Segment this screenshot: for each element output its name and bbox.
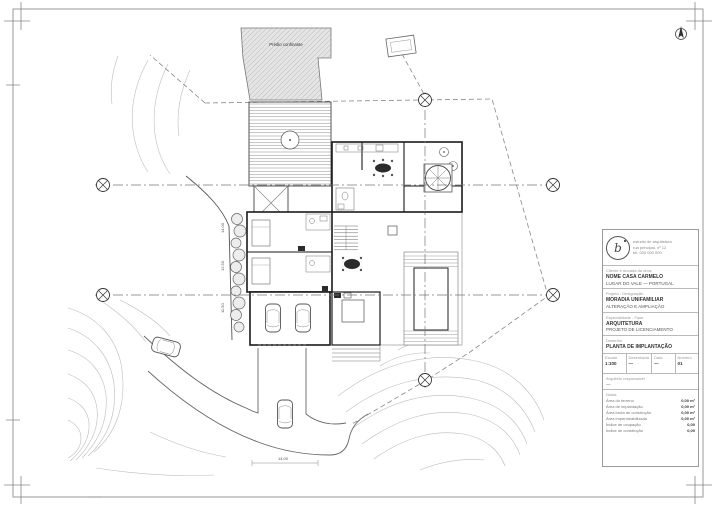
architect-label: Arquiteto responsável (606, 375, 645, 381)
svg-text:14.00: 14.00 (278, 456, 289, 461)
company-line: tel. 000 000 000 (633, 250, 662, 256)
house-plan (246, 141, 463, 362)
axis-centerlines (95, 92, 560, 388)
car-driveway (277, 399, 293, 429)
specialty-section: Especialidade - Fase ARQUITETURA PROJETO… (603, 313, 698, 337)
svg-text:12.50: 12.50 (220, 260, 225, 271)
retaining-wall (185, 175, 233, 341)
client-section: Cliente e morada da obra: NOME CASA CARM… (603, 266, 698, 290)
architect-logo: b (606, 235, 630, 260)
architect-value: — (606, 381, 611, 387)
notes-label: Notas (606, 392, 617, 398)
axis-marker (546, 178, 560, 192)
svg-text:11.50: 11.50 (220, 303, 225, 313)
project-section: Projeto - Designação MORADIA UNIFAMILIAR… (603, 289, 698, 313)
project-label: Projeto - Designação (606, 291, 644, 297)
svg-text:14.00: 14.00 (220, 222, 225, 233)
specialty-label: Especialidade - Fase (606, 314, 644, 320)
company-line: estúdio de arquitetura (633, 239, 672, 245)
contour-lines (67, 55, 545, 476)
title-block-header: b estúdio de arquitetura rua principal, … (603, 230, 698, 266)
roof-hatch (248, 101, 332, 221)
hedge-trees (230, 213, 247, 333)
north-arrow-icon (675, 26, 687, 40)
meta-drawn: Desenhada — (627, 353, 652, 373)
sheet-border (4, 2, 712, 504)
car-garage-2 (295, 303, 311, 333)
logo-letter: b (614, 240, 622, 255)
meta-number: Número 01 (677, 354, 692, 366)
axis-marker (96, 288, 110, 302)
project-sub: ALTERAÇÃO E AMPLIAÇÃO (606, 303, 665, 309)
meta-date: Data — (652, 353, 676, 373)
car-garage-1 (265, 303, 281, 333)
property-boundary (149, 53, 549, 425)
neighbor-label: Prédio confinante (269, 42, 303, 47)
drawing-label: Desenho (606, 338, 623, 344)
company-line: rua principal, nº 12 (633, 244, 667, 250)
specialty-name: ARQUITETURA (606, 320, 643, 327)
project-name: MORADIA UNIFAMILIAR (606, 297, 664, 304)
meta-scale: Escala 1:100 (603, 353, 627, 373)
car-street (150, 335, 182, 359)
neighbor-building: Prédio confinante (240, 27, 332, 101)
road-edges (143, 335, 369, 456)
dimension-texts: 14.00 12.50 11.50 14.00 (220, 222, 289, 461)
specialty-phase: PROJETO DE LICENCIAMENTO (606, 327, 673, 333)
client-name: NOME CASA CARMELO (606, 274, 664, 280)
axis-marker (418, 93, 432, 107)
rooftop-structure (385, 34, 417, 58)
bottom-dimension-line (251, 460, 319, 466)
axis-marker (96, 178, 110, 192)
axis-marker (418, 373, 432, 387)
drawing-name: PLANTA DE IMPLANTAÇÃO (606, 344, 673, 351)
client-address: LUGAR DO VALE — PORTUGAL (606, 280, 674, 286)
architect-section: Arquiteto responsável — (603, 374, 698, 391)
axis-marker (546, 288, 560, 302)
drawing-section: Desenho PLANTA DE IMPLANTAÇÃO (603, 336, 698, 354)
meta-table: Escala 1:100 Desenhada — Data — Número 0… (603, 353, 698, 374)
client-label: Cliente e morada da obra: (606, 268, 653, 273)
title-block: b estúdio de arquitetura rua principal, … (602, 229, 699, 467)
